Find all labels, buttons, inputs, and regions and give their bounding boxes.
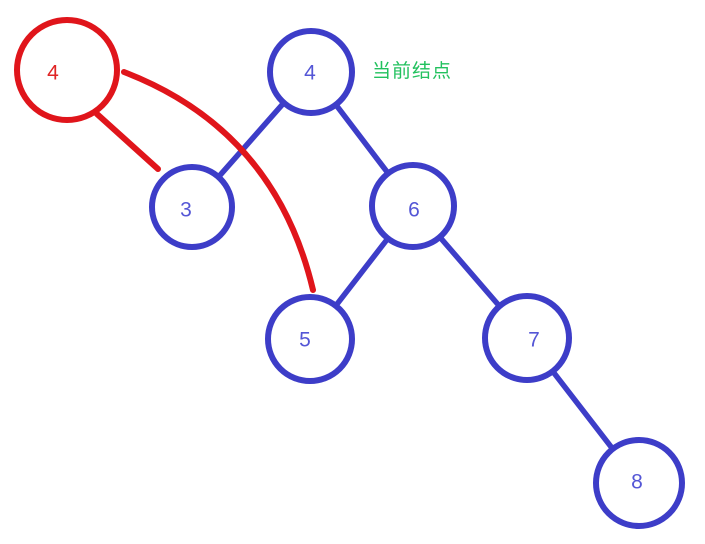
current-node-annotation: 当前结点: [372, 61, 453, 82]
highlight-link-highlight-4-node-5: [121, 69, 316, 293]
node-4-label: 4: [304, 62, 316, 85]
node-6-label: 6: [408, 199, 420, 222]
node-8-label: 8: [631, 471, 643, 494]
highlight-4-circle: [14, 17, 120, 123]
node-7-label: 7: [528, 329, 540, 352]
highlight-4-label: 4: [47, 62, 59, 85]
node-5-circle: [265, 294, 355, 384]
node-7-circle: [482, 293, 572, 383]
highlight-link-highlight-4-node-3: [94, 111, 161, 172]
node-3-circle: [149, 164, 235, 250]
node-8-circle: [593, 437, 685, 529]
node-5-label: 5: [299, 329, 311, 352]
node-6-circle: [369, 162, 457, 250]
node-3-label: 3: [180, 199, 192, 222]
node-4-circle: [267, 28, 355, 116]
